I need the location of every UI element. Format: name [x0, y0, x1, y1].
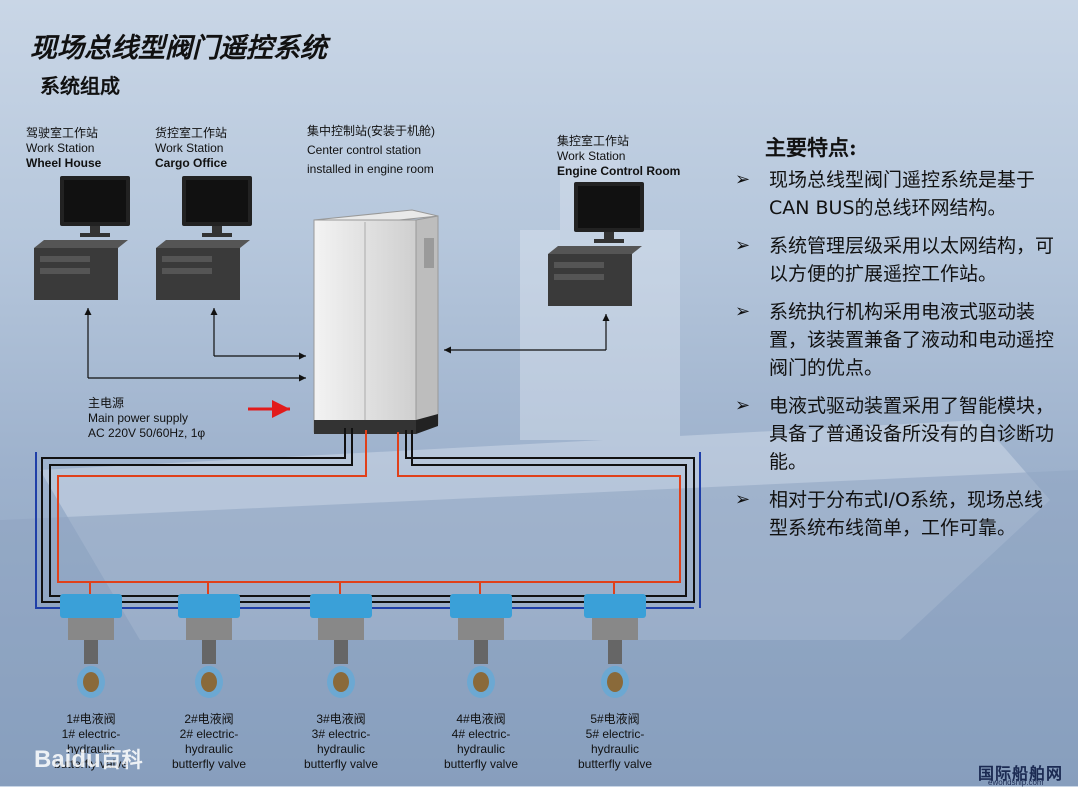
- center-station-en1: Center control station: [307, 143, 422, 157]
- baidu-watermark-text: Baidu: [34, 746, 101, 773]
- center-station-cn: 集中控制站(安装于机舱): [307, 124, 435, 138]
- arrow-bullet-icon: ➢: [735, 169, 751, 190]
- feature-item: ➢ 相对于分布式I/O系统，现场总线型系统布线简单，工作可靠。: [735, 486, 1060, 542]
- engine-room-cn: 集控室工作站: [557, 134, 630, 148]
- valve-1-icon: [60, 594, 122, 698]
- feature-item: ➢ 电液式驱动装置采用了智能模块，具备了普通设备所没有的自诊断功能。: [735, 392, 1060, 476]
- valve-3-cn: 3#电液阀: [316, 712, 366, 726]
- site-watermark: 国际船舶网: [978, 764, 1064, 783]
- valve-1-en2: hydraulic: [66, 742, 116, 756]
- feature-text: 系统管理层级采用以太网结构，可以方便的扩展遥控工作站。: [769, 235, 1055, 285]
- valve-4-cn: 4#电液阀: [456, 712, 506, 726]
- arrow-bullet-icon: ➢: [735, 301, 751, 322]
- arrow-bullet-icon: ➢: [735, 395, 751, 416]
- baike-watermark-text: 百科: [100, 749, 143, 772]
- center-station-en2: installed in engine room: [307, 162, 434, 176]
- valve-2-en3: butterfly valve: [171, 757, 247, 771]
- valve-3-en2: hydraulic: [316, 742, 366, 756]
- engine-room-en2: Engine Control Room: [557, 164, 681, 178]
- cargo-office-en1: Work Station: [155, 141, 224, 155]
- page-subtitle: 系统组成: [40, 74, 120, 98]
- wheel-house-workstation: [34, 176, 130, 300]
- valve-2-icon: [178, 594, 240, 698]
- arrow-bullet-icon: ➢: [735, 235, 751, 256]
- valve-3-icon: [310, 594, 372, 698]
- cargo-office-label: 货控室工作站 Work Station Cargo Office: [155, 126, 227, 171]
- power-label: 主电源 Main power supply AC 220V 50/60Hz, 1…: [88, 396, 205, 441]
- valve-3-label: 3#电液阀 3# electric- hydraulic butterfly v…: [286, 712, 396, 772]
- valve-4-icon: [450, 594, 512, 698]
- valve-5-en1: 5# electric-: [585, 727, 645, 741]
- feature-item: ➢ 系统执行机构采用电液式驱动装置，该装置兼备了液动和电动遥控阀门的优点。: [735, 298, 1060, 382]
- valve-3-en1: 3# electric-: [311, 727, 371, 741]
- valve-2-label: 2#电液阀 2# electric- hydraulic butterfly v…: [154, 712, 264, 772]
- feature-text: 相对于分布式I/O系统，现场总线型系统布线简单，工作可靠。: [769, 489, 1043, 539]
- power-en1: Main power supply: [88, 411, 189, 425]
- wheel-house-label: 驾驶室工作站 Work Station Wheel House: [26, 126, 101, 171]
- center-station-label: 集中控制站(安装于机舱) Center control station inst…: [307, 122, 435, 179]
- engine-room-en1: Work Station: [557, 149, 626, 163]
- valve-4-label: 4#电液阀 4# electric- hydraulic butterfly v…: [426, 712, 536, 772]
- valve-2-en1: 2# electric-: [179, 727, 239, 741]
- valve-5-cn: 5#电液阀: [590, 712, 640, 726]
- arrow-bullet-icon: ➢: [735, 489, 751, 510]
- valve-4-en2: hydraulic: [456, 742, 506, 756]
- valve-4-en3: butterfly valve: [443, 757, 519, 771]
- power-cn: 主电源: [88, 396, 125, 410]
- feature-text: 电液式驱动装置采用了智能模块，具备了普通设备所没有的自诊断功能。: [769, 395, 1055, 473]
- features-list: ➢ 现场总线型阀门遥控系统是基于CAN BUS的总线环网结构。 ➢ 系统管理层级采用…: [735, 166, 1060, 552]
- feature-text: 现场总线型阀门遥控系统是基于CAN BUS的总线环网结构。: [769, 169, 1036, 219]
- valve-4-en1: 4# electric-: [451, 727, 511, 741]
- valve-5-icon: [584, 594, 646, 698]
- wheel-house-cn: 驾驶室工作站: [26, 126, 99, 140]
- wheel-house-en1: Work Station: [26, 141, 95, 155]
- wheel-house-en2: Wheel House: [26, 156, 102, 170]
- valve-icons: [60, 594, 646, 698]
- page-title: 现场总线型阀门遥控系统: [30, 33, 327, 64]
- cargo-office-cn: 货控室工作站: [155, 126, 228, 140]
- baidu-watermark: Baidu百科: [34, 744, 143, 774]
- feature-item: ➢ 现场总线型阀门遥控系统是基于CAN BUS的总线环网结构。: [735, 166, 1060, 222]
- cargo-office-en2: Cargo Office: [155, 156, 228, 170]
- feature-text: 系统执行机构采用电液式驱动装置，该装置兼备了液动和电动遥控阀门的优点。: [769, 301, 1055, 379]
- valve-2-cn: 2#电液阀: [184, 712, 234, 726]
- valve-1-en3: butterfly valve: [53, 757, 129, 771]
- engine-room-label: 集控室工作站 Work Station Engine Control Room: [557, 134, 680, 179]
- valve-5-en3: butterfly valve: [577, 757, 653, 771]
- valve-5-en2: hydraulic: [590, 742, 640, 756]
- valve-1-label: 1#电液阀 1# electric- hydraulic butterfly v…: [36, 712, 146, 772]
- power-en2: AC 220V 50/60Hz, 1φ: [88, 426, 206, 440]
- field-bus-ring: [35, 428, 701, 609]
- valve-1-cn: 1#电液阀: [66, 712, 116, 726]
- valve-2-en2: hydraulic: [184, 742, 234, 756]
- features-title: 主要特点:: [765, 135, 857, 160]
- valve-5-label: 5#电液阀 5# electric- hydraulic butterfly v…: [560, 712, 670, 772]
- ethernet-links: [84, 308, 610, 382]
- center-control-cabinet: [313, 209, 439, 434]
- valve-3-en3: butterfly valve: [303, 757, 379, 771]
- cargo-office-workstation: [156, 176, 252, 300]
- site-url-watermark: eworldship.com: [988, 778, 1044, 787]
- valve-1-en1: 1# electric-: [61, 727, 121, 741]
- engine-room-workstation: [548, 182, 644, 306]
- feature-item: ➢ 系统管理层级采用以太网结构，可以方便的扩展遥控工作站。: [735, 232, 1060, 288]
